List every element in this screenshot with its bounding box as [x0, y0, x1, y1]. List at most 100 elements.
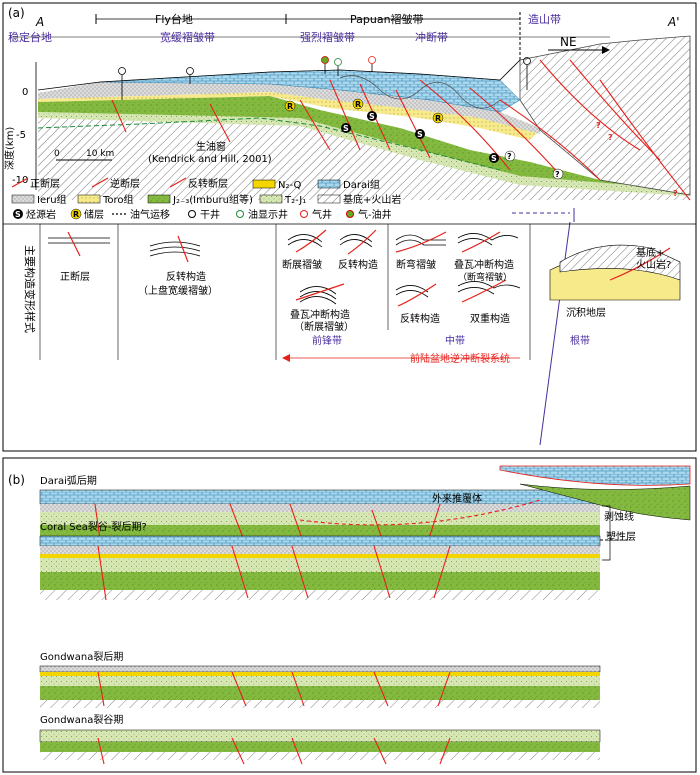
- svg-text:R: R: [435, 114, 441, 123]
- stage4-section: [39, 729, 601, 765]
- layer-t2-j1: [38, 112, 690, 196]
- legend-reverse-fault: 逆断层: [110, 177, 140, 190]
- svg-text:S: S: [417, 130, 423, 139]
- stage3-label: Gondwana裂后期: [40, 650, 123, 663]
- label-root-basement: 基底+: [636, 246, 664, 259]
- reservoir-marker: R: [352, 98, 364, 110]
- legend-j23: J₂₋₃(Imburu组等): [172, 193, 253, 206]
- svg-text:S: S: [369, 112, 375, 121]
- label-root-sediment: 沉积地层: [566, 306, 606, 319]
- stage4-label: Gondwana裂谷期: [40, 713, 123, 726]
- legend-basement: 基底+火山岩: [343, 193, 401, 206]
- question-marker: ?: [504, 150, 516, 162]
- legend-ieru: Ieru组: [37, 193, 67, 206]
- panel-a-label: (a): [8, 6, 25, 20]
- legend-dry-well: 干井: [200, 208, 220, 221]
- markers: S S S S R R R ? ? ? ? ?: [284, 98, 678, 198]
- svg-text:?: ?: [507, 152, 512, 161]
- zone-gentle-fold: 宽缓褶皱带: [160, 30, 215, 44]
- oil-window-line: [37, 117, 501, 171]
- stage3-section: [39, 665, 601, 708]
- legend-oil-show-well: 油显示井: [248, 208, 288, 221]
- cross-section: [37, 35, 691, 200]
- label-front-imbricate: 叠瓦冲断构造: [290, 308, 350, 321]
- depth-tick-0: 0: [22, 87, 28, 98]
- source-rock-marker: S: [489, 153, 499, 163]
- svg-text:0: 0: [54, 149, 60, 159]
- legend: 正断层 逆断层 反转断层 N₂-Q Darai组 Ieru组 Toro组 J₂₋…: [11, 177, 401, 221]
- sketch-normal-fault: [48, 231, 110, 257]
- legend-migration: 油气运移: [130, 208, 170, 221]
- label-normal-fault: 正断层: [60, 270, 90, 283]
- label-front-imbricate-sub: （断展褶皱）: [294, 320, 354, 333]
- svg-text:10 km: 10 km: [86, 149, 114, 159]
- label-mid-imbricate-sub: （断弯褶皱）: [458, 271, 512, 283]
- thrust-sheet-folds: [339, 75, 501, 109]
- root-arrow: [512, 208, 575, 446]
- svg-text:?: ?: [555, 170, 560, 179]
- label-mid-zone: 中带: [445, 334, 465, 347]
- question-marker: ?: [552, 168, 564, 180]
- svg-text:主要构造变形样式: 主要构造变形样式: [23, 245, 37, 333]
- panel-b-label: (b): [8, 473, 25, 487]
- label-inversion-1-sub: （上盘宽缓褶皱）: [138, 284, 218, 297]
- plastic-layer-label: 塑性层: [606, 530, 636, 543]
- faults: [111, 59, 691, 201]
- legend-n2q: N₂-Q: [278, 180, 301, 191]
- label-front-inversion: 反转构造: [338, 258, 378, 271]
- wells: [118, 56, 531, 100]
- reservoir-marker: R: [284, 100, 296, 112]
- reservoir-marker: R: [432, 112, 444, 124]
- label-mid-inversion: 反转构造: [400, 312, 440, 325]
- stage2-label: Coral Sea裂谷-裂后期?: [40, 520, 147, 533]
- svg-text:S: S: [343, 124, 349, 133]
- sketch-front: [287, 229, 377, 305]
- svg-text:S: S: [491, 154, 497, 163]
- zone-fly-platform: Fly台地: [155, 12, 193, 26]
- svg-text:R: R: [355, 100, 361, 109]
- svg-text:R: R: [287, 102, 293, 111]
- source-rock-marker: S: [341, 123, 351, 133]
- depth-tick-5: -5: [16, 130, 26, 141]
- label-root-basement-2: 火山岩?: [636, 258, 671, 271]
- label-root-zone: 根带: [570, 334, 590, 347]
- legend-gas-well: 气井: [312, 208, 332, 221]
- svg-text:NE: NE: [560, 35, 577, 49]
- zone-strong-fold: 强烈褶皱带: [300, 30, 355, 44]
- legend-inversion-fault: 反转断层: [188, 177, 228, 190]
- source-rock-marker: S: [367, 111, 377, 121]
- legend-reservoir: 储层: [84, 208, 104, 221]
- source-rock-marker: S: [415, 129, 425, 139]
- stage1-label: Darai弧后期: [40, 474, 97, 487]
- layer-ieru: [38, 82, 540, 134]
- allochthon-label: 外来推覆体: [432, 492, 482, 505]
- label-foreland-system: 前陆盆地逆冲断裂系统: [410, 352, 510, 365]
- depth-axis-label: 深度(km): [3, 127, 16, 170]
- layer-j23: [38, 96, 690, 190]
- stage2-section: [39, 535, 628, 601]
- zone-orogen: 造山带: [528, 12, 561, 26]
- legend-normal-fault: 正断层: [30, 177, 60, 190]
- label-mid-bend-fold: 断弯褶皱: [396, 258, 436, 271]
- scale-bar: 0 10 km: [54, 149, 114, 161]
- erosion-line-label: 剥蚀线: [604, 510, 634, 523]
- styles-table: 主要构造变形样式 正断层 反转构造 （上盘宽缓褶皱） 断展褶皱 反转构造 叠瓦冲…: [3, 223, 696, 365]
- orogen-block: [519, 35, 691, 196]
- layer-basement: [38, 118, 690, 200]
- end-label-a-prime: A': [667, 15, 680, 29]
- label-front-fold: 断展褶皱: [282, 258, 322, 271]
- legend-t2j1: T₂-J₁: [284, 195, 306, 206]
- question-text: ?: [608, 133, 613, 142]
- oil-window-label: 生油窗: [196, 140, 226, 153]
- depth-axis: 0 -5 -10 深度(km): [3, 62, 37, 190]
- panel-b-frame: [2, 457, 697, 773]
- question-text: ?: [596, 121, 601, 130]
- legend-darai: Darai组: [343, 178, 380, 191]
- label-mid-duplex: 双重构造: [470, 312, 510, 325]
- styles-title: 主要构造变形样式: [23, 245, 37, 333]
- label-mid-imbricate: 叠瓦冲断构造: [454, 258, 514, 271]
- plastic-layer-bracket: [602, 505, 611, 561]
- legend-toro: Toro组: [102, 193, 134, 206]
- ne-arrow: NE: [548, 35, 610, 54]
